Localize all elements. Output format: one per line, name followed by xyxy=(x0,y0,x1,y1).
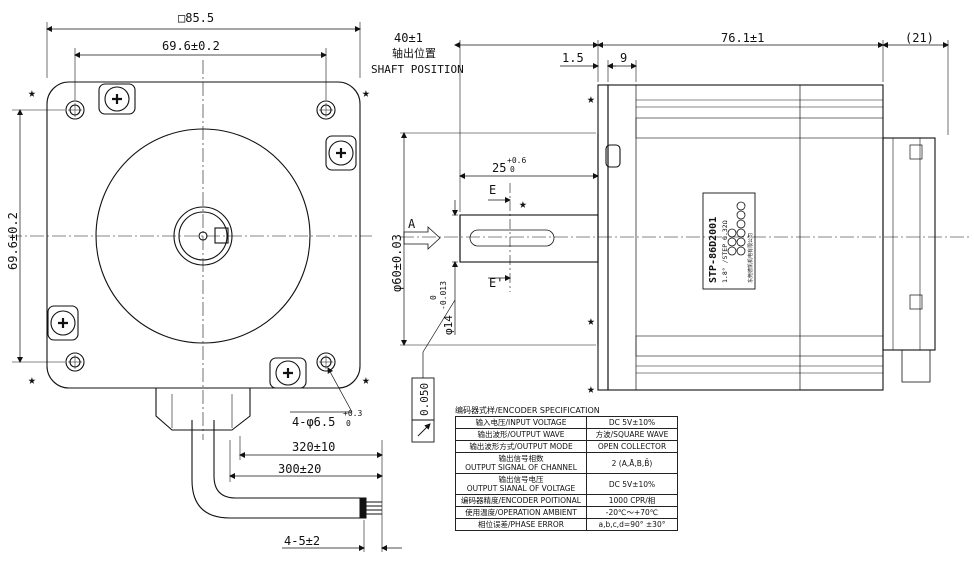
svg-text:0: 0 xyxy=(429,295,438,300)
svg-text:4-5±2: 4-5±2 xyxy=(284,534,320,548)
spec-value: 1000 CPR/相 xyxy=(586,494,678,507)
encoder-housing xyxy=(882,137,936,351)
shaft-key xyxy=(469,229,555,247)
svg-text:(21): (21) xyxy=(905,31,934,45)
svg-text:0: 0 xyxy=(346,419,351,428)
svg-text:SHAFT POSITION: SHAFT POSITION xyxy=(371,63,464,76)
view-arrow-a xyxy=(403,226,441,250)
spec-value: a,b,c,d=90° ±30° xyxy=(586,518,678,531)
cable-gland xyxy=(155,388,251,431)
screw-icon xyxy=(98,83,136,115)
spec-label: 输出波形/OUTPUT WAVE xyxy=(455,428,587,441)
wire-ends xyxy=(359,497,382,519)
spec-value: OPEN COLLECTOR xyxy=(586,440,678,453)
svg-text:76.1±1: 76.1±1 xyxy=(721,31,764,45)
svg-text:E': E' xyxy=(489,276,503,290)
star-mark: ★ xyxy=(28,86,36,101)
screw-icon xyxy=(269,357,307,389)
svg-text:φ14: φ14 xyxy=(442,315,455,335)
star-mark: ★ xyxy=(587,382,595,397)
side-view-labels: 40±1 轴出位置 SHAFT POSITION 76.1±1 (21) 1.5… xyxy=(371,31,934,416)
table-row: 使用温度/OPERATION AMBIENT-20℃～+70℃ xyxy=(455,506,678,519)
side-view xyxy=(400,40,970,443)
svg-text:69.6±0.2: 69.6±0.2 xyxy=(162,39,220,53)
screw-icon xyxy=(325,135,357,171)
svg-text:320±10: 320±10 xyxy=(292,440,335,454)
svg-text:+0.3: +0.3 xyxy=(343,409,362,418)
spec-value: 方波/SQUARE WAVE xyxy=(586,428,678,441)
svg-text:40±1: 40±1 xyxy=(394,31,423,45)
svg-text:300±20: 300±20 xyxy=(278,462,321,476)
shaft xyxy=(459,214,599,263)
star-mark: ★ xyxy=(362,86,370,101)
star-mark: ★ xyxy=(519,197,527,212)
front-view-labels: □85.5 69.6±0.2 69.6±0.2 4-φ6.5 +0.3 0 32… xyxy=(6,11,370,548)
flange-square xyxy=(46,81,361,389)
svg-text:+0.6: +0.6 xyxy=(507,156,526,165)
shaft-circle xyxy=(173,206,233,266)
front-view xyxy=(8,22,402,552)
flange-plate xyxy=(597,84,609,391)
star-mark: ★ xyxy=(28,373,36,388)
spec-value: DC 5V±10% xyxy=(586,473,678,495)
star-mark: ★ xyxy=(587,92,595,107)
svg-text:-0.013: -0.013 xyxy=(439,281,448,310)
svg-text:0.050: 0.050 xyxy=(418,383,431,416)
svg-text:1.5: 1.5 xyxy=(562,51,584,65)
star-mark: ★ xyxy=(362,373,370,388)
svg-text:69.6±0.2: 69.6±0.2 xyxy=(6,212,20,270)
spec-label: 输出波形方式/OUTPUT MODE xyxy=(455,440,587,453)
mounting-hole xyxy=(316,100,336,120)
mounting-hole xyxy=(316,352,336,372)
spec-label: 输入电压/INPUT VOLTAGE xyxy=(455,416,587,429)
svg-text:E: E xyxy=(489,183,496,197)
label-model: STP-86D2001 xyxy=(708,217,719,283)
svg-text:4-φ6.5: 4-φ6.5 xyxy=(292,415,335,429)
svg-text:0: 0 xyxy=(510,165,515,174)
svg-text:□85.5: □85.5 xyxy=(178,11,214,25)
encoder-spec-title: 编码器式样/ENCODER SPECIFICATION xyxy=(455,406,600,415)
svg-text:φ60±0.03: φ60±0.03 xyxy=(390,234,404,292)
label-plate xyxy=(702,192,756,290)
svg-text:A: A xyxy=(408,217,416,231)
motor-body xyxy=(607,84,884,391)
spec-label: 编码器精度/ENCODER POITIONAL xyxy=(455,494,587,507)
label-specs: 1.8° /STEP 0.32Ω xyxy=(721,220,729,283)
label-company: 东莞德凯机电有限公司 xyxy=(747,233,754,283)
spec-label: 使用温度/OPERATION AMBIENT xyxy=(455,506,587,519)
spec-label: 相位误差/PHASE ERROR xyxy=(455,518,587,531)
screw-icon xyxy=(47,305,79,341)
spec-value: DC 5V±10% xyxy=(586,416,678,429)
mounting-hole xyxy=(65,100,85,120)
mounting-hole xyxy=(65,352,85,372)
svg-text:25: 25 xyxy=(492,161,506,175)
cable xyxy=(191,420,365,519)
svg-text:9: 9 xyxy=(620,51,627,65)
spec-value: 2 (A,Ā,B,B̄) xyxy=(586,452,678,474)
pilot-circle xyxy=(95,128,311,344)
spec-label: 输出信号相数 OUTPUT SIGNAL OF CHANNEL xyxy=(455,452,587,474)
spec-value: -20℃～+70℃ xyxy=(586,506,678,519)
svg-text:轴出位置: 轴出位置 xyxy=(392,46,436,60)
spec-label: 输出信号电压 OUTPUT SIANAL OF VOLTAGE xyxy=(455,473,587,495)
star-mark: ★ xyxy=(587,314,595,329)
